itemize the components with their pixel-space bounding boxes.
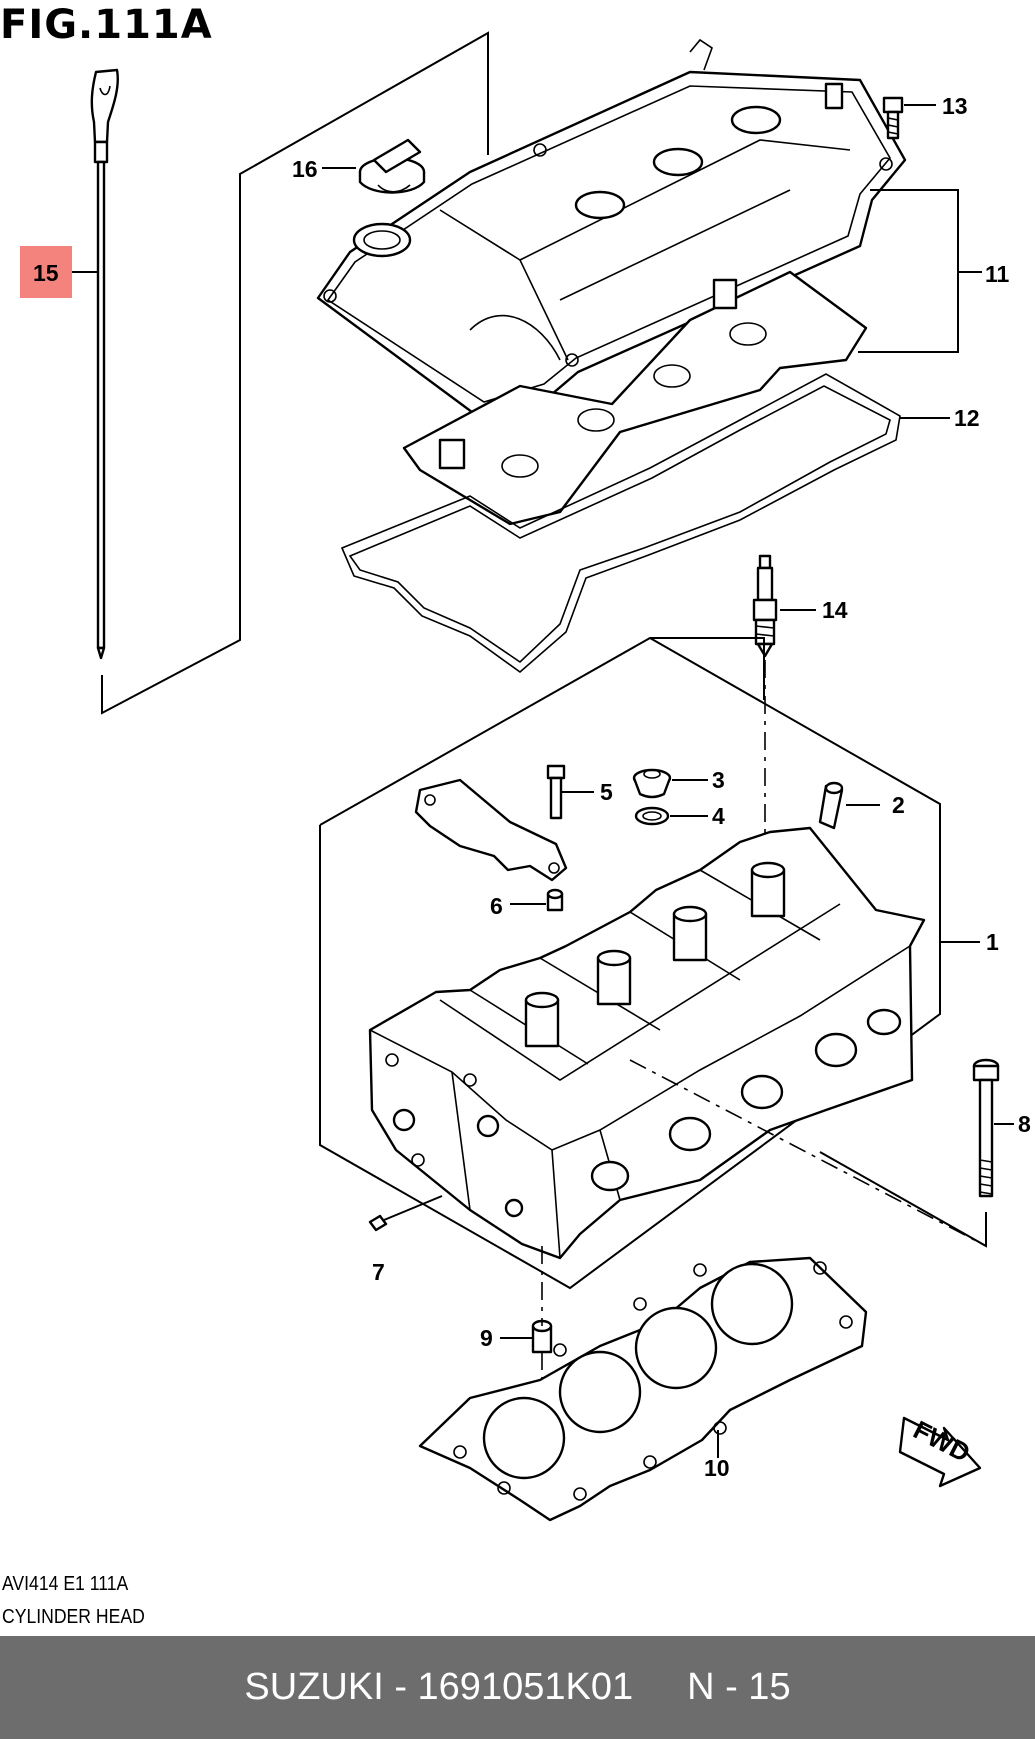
callout-1: 1 bbox=[986, 929, 999, 955]
plug-screw[interactable] bbox=[368, 1195, 443, 1232]
bracket-8 bbox=[819, 1151, 987, 1248]
cylinder-head-gasket[interactable] bbox=[418, 1256, 868, 1522]
callout-13: 13 bbox=[942, 93, 968, 119]
reference-code: AVI414 E1 111A bbox=[2, 1573, 129, 1595]
cylinder-head[interactable] bbox=[368, 826, 926, 1260]
callout-10: 10 bbox=[704, 1455, 730, 1481]
callout-3: 3 bbox=[712, 767, 725, 793]
bracket-line-right bbox=[319, 637, 765, 826]
axis-8 bbox=[629, 1059, 987, 1247]
callout-14: 14 bbox=[822, 597, 848, 623]
camshaft-cap[interactable] bbox=[414, 778, 568, 882]
dowel-pin[interactable] bbox=[546, 888, 564, 912]
footer-brand-part: SUZUKI - 1691051K01 bbox=[244, 1666, 634, 1708]
callout-8: 8 bbox=[1018, 1111, 1031, 1137]
oil-filler-cap[interactable] bbox=[358, 138, 426, 194]
footer-position: N - 15 bbox=[687, 1666, 791, 1708]
bracket-line-left bbox=[101, 31, 489, 715]
cover-bolt[interactable] bbox=[882, 96, 904, 140]
callout-4: 4 bbox=[712, 803, 725, 829]
exploded-parts-diagram: FWD 1 2 3 4 5 6 7 8 9 10 11 12 13 14 15 … bbox=[20, 31, 1031, 1522]
forward-arrow: FWD bbox=[898, 1414, 982, 1488]
cover-gasket[interactable] bbox=[340, 270, 901, 674]
bracket-box-1 bbox=[319, 637, 941, 1290]
o-ring[interactable] bbox=[634, 806, 670, 826]
callout-16: 16 bbox=[292, 156, 318, 182]
head-bolt[interactable] bbox=[972, 1058, 1000, 1198]
callout-15: 15 bbox=[33, 260, 59, 286]
callout-12: 12 bbox=[954, 405, 980, 431]
valve-cap[interactable] bbox=[632, 768, 672, 799]
guide-pin[interactable] bbox=[818, 781, 844, 830]
footer-bar: SUZUKI - 1691051K01 N - 15 bbox=[0, 1636, 1035, 1739]
callout-7: 7 bbox=[372, 1259, 385, 1285]
cam-cap-bolt[interactable] bbox=[546, 764, 566, 820]
figure-title: FIG.111A bbox=[0, 2, 213, 48]
callout-5: 5 bbox=[600, 779, 613, 805]
callout-6: 6 bbox=[490, 893, 503, 919]
callout-9: 9 bbox=[480, 1325, 493, 1351]
reference-name: CYLINDER HEAD bbox=[2, 1606, 145, 1628]
bracket-11 bbox=[858, 189, 959, 353]
callout-15-highlight bbox=[20, 246, 72, 298]
dipstick-part[interactable] bbox=[90, 68, 119, 660]
callout-11: 11 bbox=[985, 261, 1010, 287]
callout-2: 2 bbox=[892, 792, 905, 818]
